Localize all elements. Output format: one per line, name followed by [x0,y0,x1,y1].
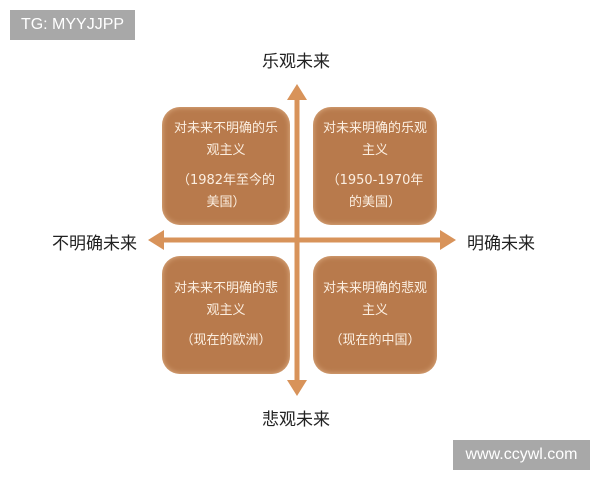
quadrant-note: （1982年至今的美国） [176,173,276,210]
arrow-left-icon [148,230,164,250]
quadrant-note: （现在的欧洲） [180,333,272,348]
axis-label-right: 明确未来 [467,234,535,254]
quadrant-title: 对未来明确的乐观主义 [323,121,428,158]
axis-label-top: 乐观未来 [262,52,330,72]
axis-label-left: 不明确未来 [52,234,137,254]
quadrant-bottom-left: 对未来不明确的悲观主义 （现在的欧洲） [162,256,290,374]
quadrant-top-right: 对未来明确的乐观主义 （1950-1970年的美国） [313,107,437,225]
watermark-top-left: TG: MYYJJPP [10,10,135,40]
axis-label-bottom: 悲观未来 [262,410,330,430]
arrow-down-icon [287,380,307,396]
quadrant-title: 对未来明确的悲观主义 [323,281,428,318]
quadrant-note: （现在的中国） [329,333,421,348]
quadrant-top-left: 对未来不明确的乐观主义 （1982年至今的美国） [162,107,290,225]
arrow-right-icon [440,230,456,250]
quadrant-title: 对未来不明确的乐观主义 [173,121,278,158]
arrow-up-icon [287,84,307,100]
quadrant-title: 对未来不明确的悲观主义 [173,281,278,318]
quadrant-bottom-right: 对未来明确的悲观主义 （现在的中国） [313,256,437,374]
watermark-bottom-right: www.ccywl.com [453,440,590,470]
quadrant-note: （1950-1970年的美国） [326,173,424,210]
